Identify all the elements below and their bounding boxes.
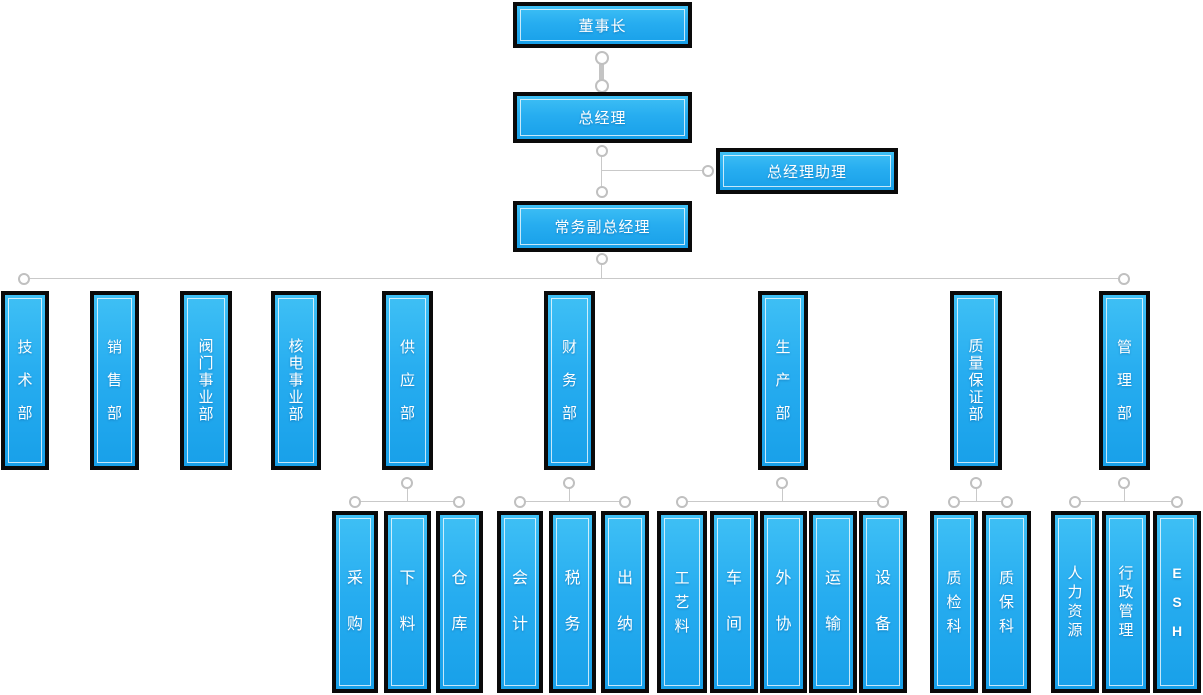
sub-workshop-label: 车间 — [725, 570, 742, 633]
node-general-manager: 总经理 — [513, 92, 692, 143]
dept-valve-division-label: 阀门事业部 — [198, 338, 214, 423]
dept-technology-label: 技术部 — [17, 339, 33, 422]
sub-transportation-label: 运输 — [824, 570, 841, 633]
connector-line — [954, 501, 1007, 502]
connector-line — [976, 483, 977, 502]
dept-quality-assurance-label: 质量保证部 — [968, 338, 984, 423]
connector-line — [782, 483, 783, 502]
sub-process-material: 工艺料 — [657, 511, 707, 693]
connector-line — [599, 57, 604, 87]
node-chairman: 董事长 — [513, 2, 692, 48]
sub-quality-inspection: 质检科 — [930, 511, 978, 693]
dept-valve-division: 阀门事业部 — [180, 291, 232, 470]
connector-joint — [1171, 496, 1183, 508]
node-deputy-gm-label: 常务副总经理 — [554, 219, 651, 236]
sub-cashier-label: 出纳 — [616, 570, 633, 633]
sub-purchasing: 采购 — [332, 511, 378, 693]
sub-quality-assurance-section: 质保科 — [982, 511, 1031, 693]
connector-line-main — [24, 278, 1125, 279]
node-gm-assistant: 总经理助理 — [716, 148, 898, 194]
dept-finance: 财务部 — [544, 291, 595, 470]
sub-human-resources: 人力资源 — [1051, 511, 1099, 693]
connector-joint — [349, 496, 361, 508]
dept-production-label: 生产部 — [775, 339, 791, 422]
connector-joint — [595, 79, 609, 93]
sub-purchasing-label: 采购 — [346, 570, 363, 633]
sub-outsourcing: 外协 — [760, 511, 807, 693]
sub-accounting-label: 会计 — [511, 570, 528, 633]
dept-production: 生产部 — [758, 291, 808, 470]
sub-workshop: 车间 — [710, 511, 758, 693]
dept-sales-label: 销售部 — [106, 339, 122, 422]
connector-line — [601, 259, 602, 279]
dept-technology: 技术部 — [1, 291, 49, 470]
connector-joint — [563, 477, 575, 489]
connector-joint — [1001, 496, 1013, 508]
connector-line — [569, 483, 570, 502]
connector-line — [601, 151, 602, 193]
sub-administration-label: 行政管理 — [1118, 565, 1134, 639]
dept-supply-label: 供应部 — [399, 339, 415, 422]
sub-warehouse-label: 仓库 — [451, 570, 468, 633]
connector-joint — [776, 477, 788, 489]
connector-line — [407, 483, 408, 502]
sub-process-material-label: 工艺料 — [674, 569, 690, 635]
connector-joint — [453, 496, 465, 508]
sub-quality-inspection-label: 质检科 — [946, 569, 962, 635]
connector-joint — [1118, 477, 1130, 489]
connector-joint — [619, 496, 631, 508]
connector-joint — [595, 51, 609, 65]
connector-line — [520, 501, 625, 502]
sub-equipment-label: 设备 — [874, 570, 891, 633]
node-deputy-gm: 常务副总经理 — [513, 201, 692, 252]
sub-material-cutting-label: 下料 — [399, 570, 416, 633]
node-gm-assistant-label: 总经理助理 — [766, 163, 847, 181]
sub-accounting: 会计 — [497, 511, 543, 693]
sub-tax-label: 税务 — [564, 570, 581, 633]
sub-outsourcing-label: 外协 — [775, 570, 792, 633]
connector-joint — [948, 496, 960, 508]
sub-material-cutting: 下料 — [384, 511, 431, 693]
dept-sales: 销售部 — [90, 291, 139, 470]
connector-line — [355, 501, 460, 502]
dept-nuclear-division-label: 核电事业部 — [288, 338, 304, 423]
connector-joint — [596, 253, 608, 265]
connector-joint — [1118, 273, 1130, 285]
dept-supply: 供应部 — [382, 291, 433, 470]
connector-joint — [970, 477, 982, 489]
sub-human-resources-label: 人力资源 — [1067, 565, 1083, 639]
sub-quality-assurance-section-label: 质保科 — [998, 569, 1014, 635]
sub-warehouse: 仓库 — [436, 511, 483, 693]
connector-joint — [877, 496, 889, 508]
connector-joint — [18, 273, 30, 285]
dept-management-label: 管理部 — [1116, 339, 1132, 422]
connector-joint — [401, 477, 413, 489]
connector-joint — [514, 496, 526, 508]
connector-joint — [596, 186, 608, 198]
sub-equipment: 设备 — [859, 511, 907, 693]
node-general-manager-label: 总经理 — [578, 110, 627, 127]
connector-joint — [1069, 496, 1081, 508]
connector-joint — [676, 496, 688, 508]
connector-line — [1124, 483, 1125, 502]
connector-line — [682, 501, 883, 502]
sub-transportation: 运输 — [809, 511, 857, 693]
sub-administration: 行政管理 — [1102, 511, 1150, 693]
dept-nuclear-division: 核电事业部 — [271, 291, 321, 470]
dept-management: 管理部 — [1099, 291, 1150, 470]
connector-joint — [596, 145, 608, 157]
dept-quality-assurance: 质量保证部 — [950, 291, 1002, 470]
connector-line — [1075, 501, 1177, 502]
connector-joint — [702, 165, 714, 177]
node-chairman-label: 董事长 — [578, 17, 627, 35]
sub-cashier: 出纳 — [601, 511, 649, 693]
dept-finance-label: 财务部 — [561, 339, 577, 422]
connector-line — [602, 170, 708, 171]
sub-tax: 税务 — [549, 511, 596, 693]
